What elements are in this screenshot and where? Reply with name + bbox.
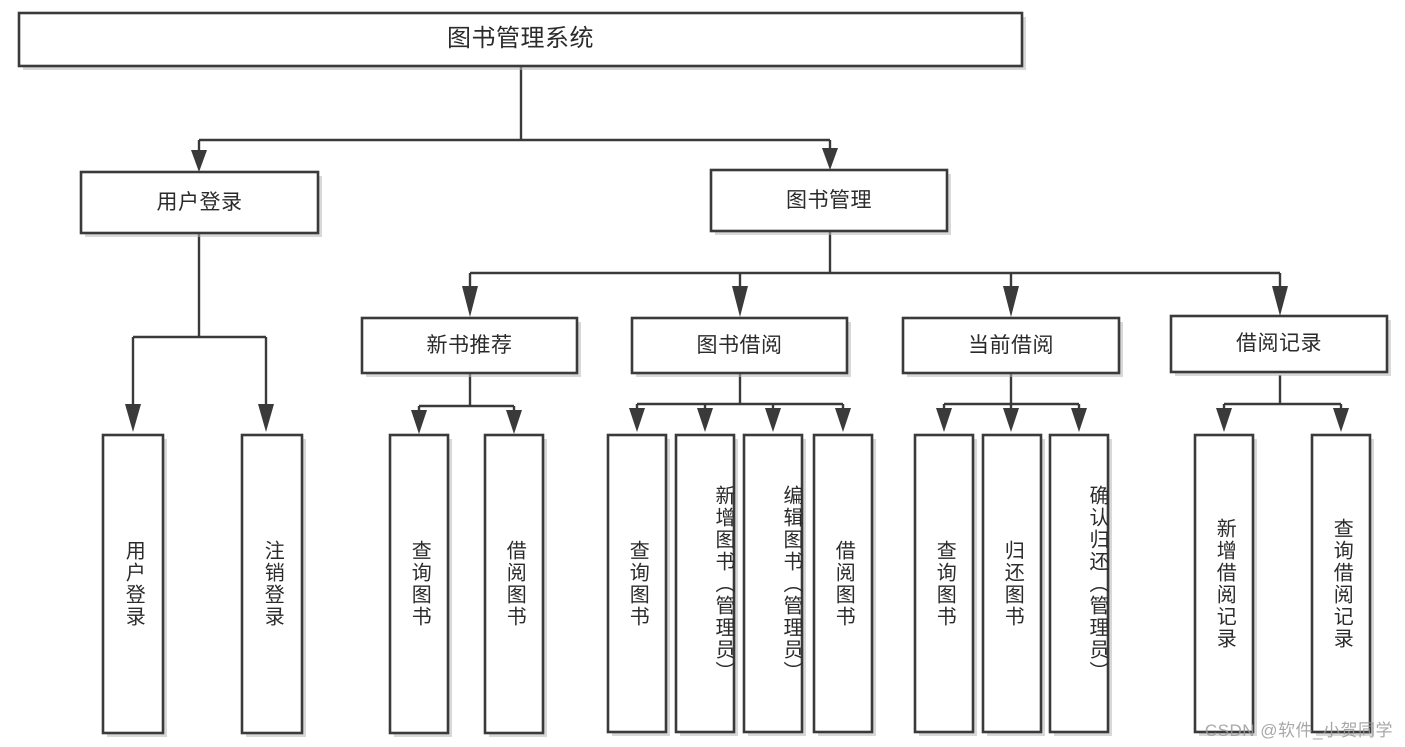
arrow-leaf-borrow-book-2	[835, 408, 851, 432]
arrow-book-manage	[822, 148, 838, 170]
arrow-leaf-edit-book	[765, 408, 781, 432]
arrow-leaf-confirm-return	[1071, 408, 1087, 432]
node-user-login-box[interactable]	[79, 170, 320, 235]
arrow-leaf-add-record	[1216, 408, 1232, 432]
node-leaf-query-book-3-box[interactable]	[913, 433, 975, 734]
arrow-current-borrow	[1003, 286, 1019, 317]
node-leaf-edit-book-box[interactable]	[742, 433, 804, 734]
arrow-leaf-query-book-3	[936, 408, 952, 432]
arrow-leaf-query-book-1	[411, 410, 427, 434]
node-book-borrow-box[interactable]	[630, 316, 849, 375]
arrow-borrow-record	[1272, 286, 1288, 316]
arrow-leaf-borrow-book-1	[506, 410, 522, 434]
node-leaf-borrow-book-2-box[interactable]	[812, 433, 874, 734]
node-leaf-user-login-box[interactable]	[101, 433, 165, 735]
arrow-user-login	[191, 150, 207, 172]
arrow-leaf-query-book-2	[629, 408, 645, 432]
node-root-box[interactable]	[17, 11, 1024, 68]
arrow-leaf-logout	[258, 404, 274, 432]
node-leaf-confirm-return-box[interactable]	[1048, 433, 1110, 734]
node-leaf-logout-box[interactable]	[240, 433, 304, 735]
csdn-watermark: CSDN @软件_小贺同学	[1204, 721, 1393, 740]
node-leaf-query-book-2-box[interactable]	[606, 433, 668, 734]
node-current-borrow-box[interactable]	[901, 316, 1121, 375]
node-leaf-add-record-box[interactable]	[1193, 433, 1255, 734]
node-leaf-query-book-1-box[interactable]	[388, 433, 450, 735]
arrow-new-book-rec	[462, 286, 478, 317]
node-leaf-borrow-book-1-box[interactable]	[483, 433, 545, 735]
connector-group	[125, 66, 1349, 434]
node-box-group	[17, 11, 1391, 737]
arrow-book-borrow	[732, 286, 748, 317]
node-leaf-return-book-box[interactable]	[981, 433, 1043, 734]
node-borrow-record-box[interactable]	[1169, 314, 1389, 374]
arrow-leaf-add-book	[697, 408, 713, 432]
arrow-leaf-user-login	[125, 404, 141, 432]
node-leaf-query-record-box[interactable]	[1310, 433, 1372, 734]
node-leaf-add-book-box[interactable]	[674, 433, 736, 734]
node-new-book-rec-box[interactable]	[360, 316, 579, 375]
arrow-leaf-return-book	[1003, 408, 1019, 432]
arrow-leaf-query-record	[1333, 408, 1349, 432]
node-book-manage-box[interactable]	[709, 168, 949, 233]
